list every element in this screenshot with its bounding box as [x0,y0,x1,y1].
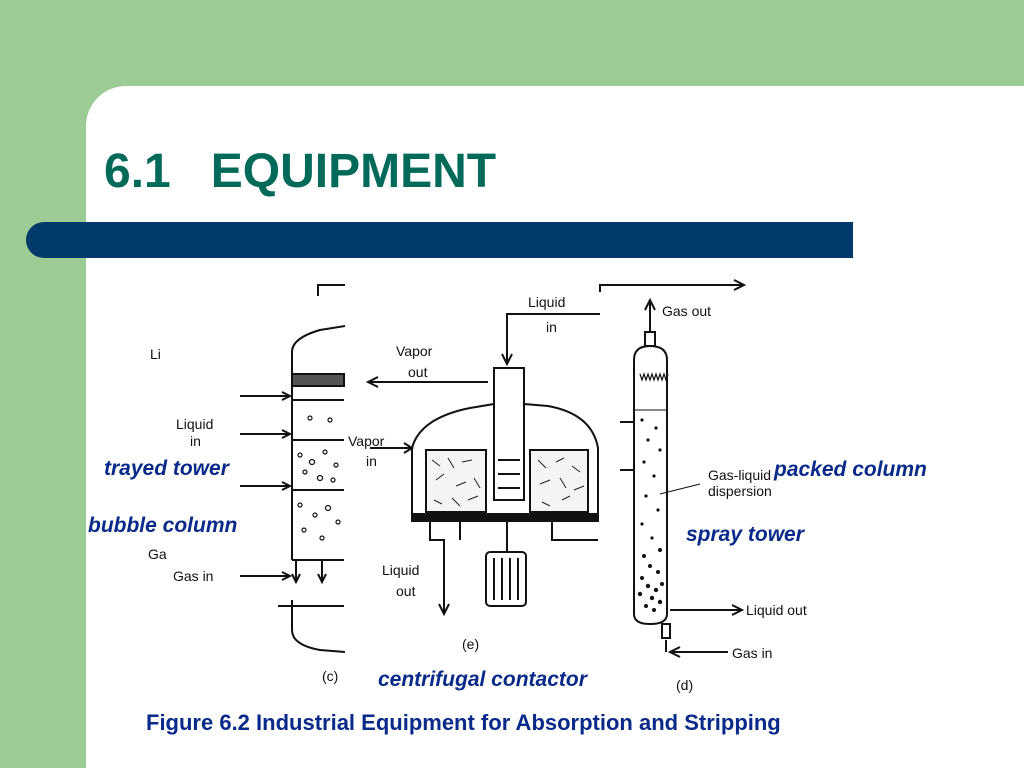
diagram-d-tag: (d) [676,677,693,693]
diagram-d [599,279,747,658]
label-packed-column: packed column [774,458,927,481]
label-bubble-column: bubble column [88,514,238,537]
vapor-out-label-e-2: out [408,364,428,380]
vapor-in-label-e-2: in [366,453,377,469]
gas-out-label-d: Gas out [662,303,711,319]
liquid-in-label-e: Liquid [528,294,565,310]
column-c-top-bracket [317,284,345,296]
motor-e [485,551,527,607]
liquid-in-label-c: Liquid [176,416,213,432]
contactor-vessel-e [411,403,599,520]
vapor-in-label-e: Vapor [348,433,385,449]
diagram-e-tag: (e) [462,636,479,652]
slide-title: 6.1 EQUIPMENT [104,145,497,198]
gas-in-label-c: Gas in [173,568,213,584]
top-bracket-d [599,284,742,292]
slide-panel [86,86,1024,768]
liquid-out-label-e: Liquid [382,562,419,578]
packing-right-e [529,449,589,513]
dispersion-label-d: Gas-liquid [708,467,771,483]
rotor-plate-e [411,513,599,522]
diagram-c [240,284,346,653]
figure-caption: Figure 6.2 Industrial Equipment for Abso… [146,710,781,735]
vapor-out-label-e: Vapor [396,343,433,359]
shaft-housing-e [493,367,525,501]
dispersion-label-d-2: dispersion [708,483,772,499]
diagram-c-tag: (c) [322,668,338,684]
cut-label-ga: Ga [148,546,167,562]
label-centrifugal-contactor: centrifugal contactor [378,668,587,691]
liquid-out-label-d: Liquid out [746,602,807,618]
drops-d [637,418,664,612]
label-spray-tower: spray tower [686,523,804,546]
packing-texture-e [431,457,585,507]
title-underline-bar [26,222,853,258]
cut-label-li: Li [150,346,161,362]
liquid-out-label-e-2: out [396,583,416,599]
spray-nozzles-d [639,372,669,382]
liquid-out-pipe-e [429,521,445,612]
liquid-in-pipe-e [506,313,600,362]
label-trayed-tower: trayed tower [104,457,229,480]
liquid-in-label-c-2: in [190,433,201,449]
column-c-demister [291,373,345,387]
bubbles-c [297,415,341,541]
tower-shell-d [633,344,668,626]
liquid-in-label-e-2: in [546,319,557,335]
column-c-shell [291,325,346,653]
gas-in-label-d: Gas in [732,645,772,661]
